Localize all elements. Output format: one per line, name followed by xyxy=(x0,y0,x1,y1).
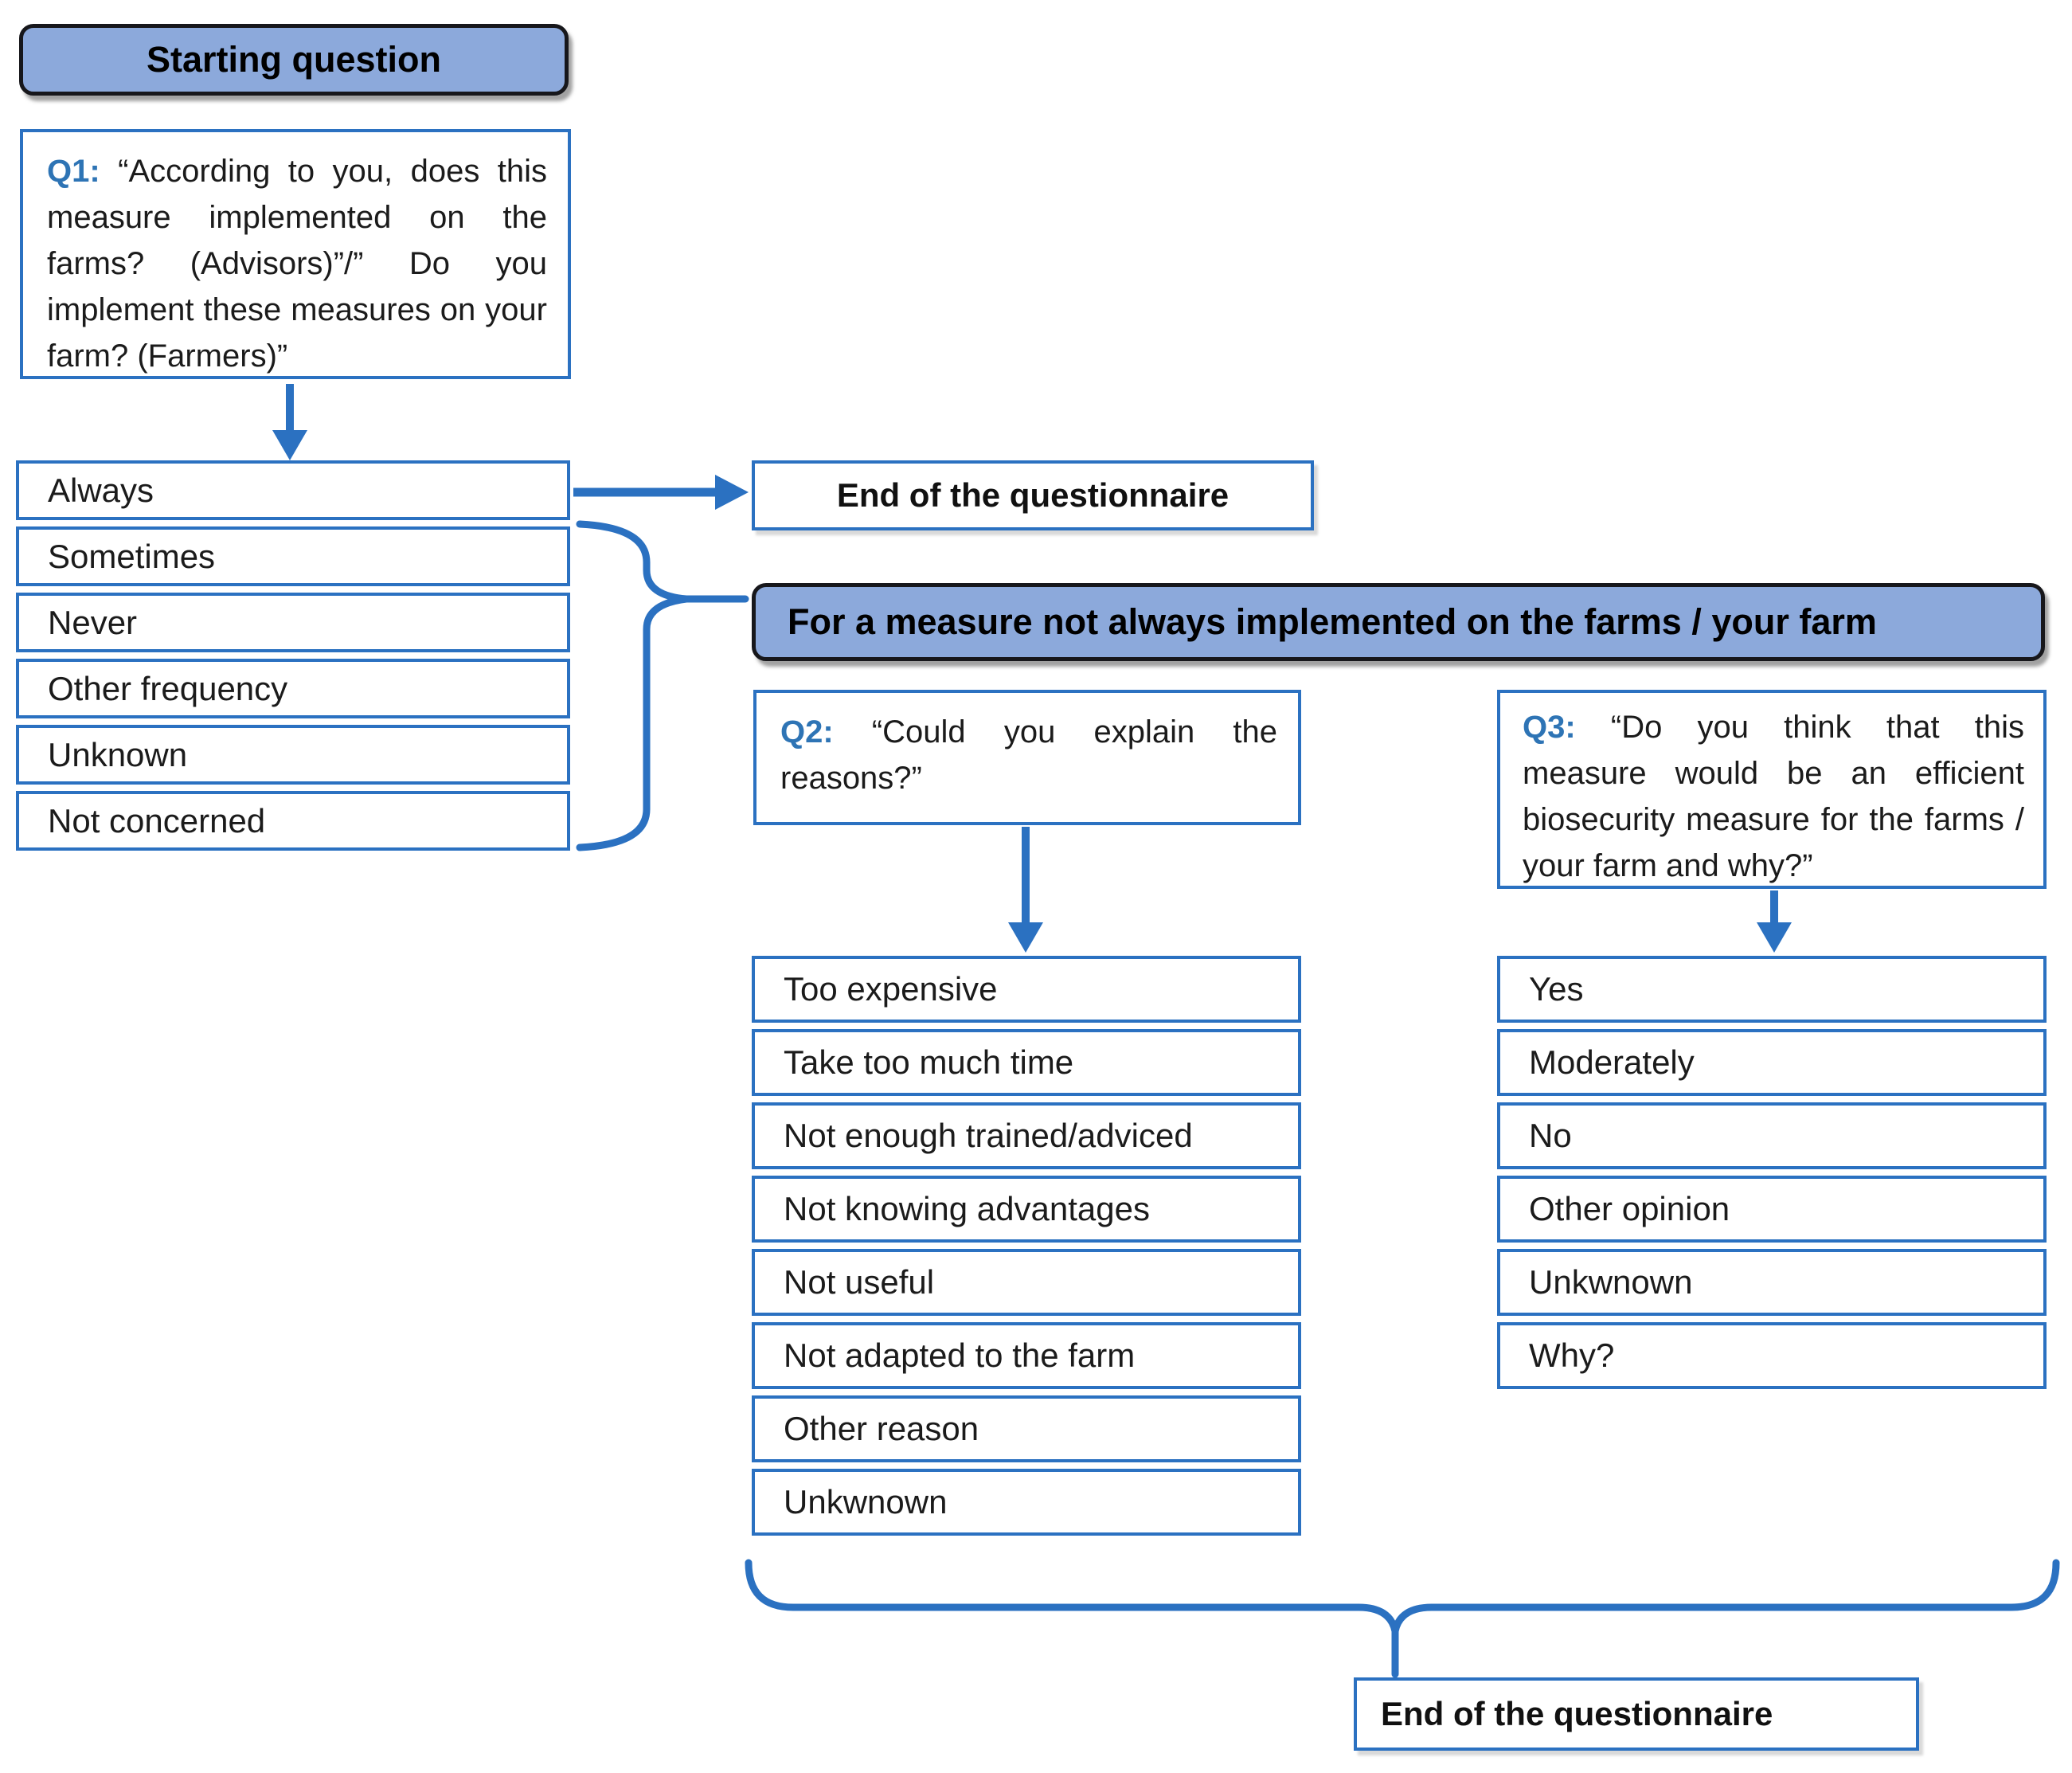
branch-header-label: For a measure not always implemented on … xyxy=(788,601,1877,642)
q1-answer-never: Never xyxy=(16,593,570,652)
q1-answer-list: Always Sometimes Never Other frequency U… xyxy=(16,460,570,851)
q2-text: “Could you explain the reasons?” xyxy=(780,714,1277,796)
q3-answer-why: Why? xyxy=(1497,1322,2047,1389)
q2-answer-too-expensive: Too expensive xyxy=(752,956,1301,1023)
brace-answers-to-end-bottom xyxy=(749,1563,2056,1674)
q3-answer-other-opinion: Other opinion xyxy=(1497,1176,2047,1243)
q1-box: Q1: “According to you, does this measure… xyxy=(20,129,571,379)
q1-answer-always: Always xyxy=(16,460,570,520)
q2-answer-unknown: Unkwnown xyxy=(752,1469,1301,1536)
arrow-q1-to-always xyxy=(272,384,307,460)
q1-answer-not-concerned: Not concerned xyxy=(16,791,570,851)
brace-answers-to-branch-header xyxy=(580,524,745,847)
q2-box: Q2: “Could you explain the reasons?” xyxy=(753,690,1301,825)
q1-text: “According to you, does this measure imp… xyxy=(47,154,547,374)
q2-answer-not-useful: Not useful xyxy=(752,1249,1301,1316)
q3-answer-list: Yes Moderately No Other opinion Unkwnown… xyxy=(1497,956,2047,1389)
q2-label: Q2: xyxy=(780,714,834,750)
q3-paragraph: Q3: “Do you think that this measure woul… xyxy=(1500,693,2043,889)
starting-question-header-label: Starting question xyxy=(147,39,441,80)
starting-question-header: Starting question xyxy=(19,24,569,96)
branch-header: For a measure not always implemented on … xyxy=(752,583,2045,661)
q2-answer-not-knowing-advantages: Not knowing advantages xyxy=(752,1176,1301,1243)
arrow-q2-to-answers xyxy=(1008,827,1043,953)
q1-answer-sometimes: Sometimes xyxy=(16,526,570,586)
q2-answer-take-too-much-time: Take too much time xyxy=(752,1029,1301,1096)
q3-answer-unknown: Unkwnown xyxy=(1497,1249,2047,1316)
q2-answer-list: Too expensive Take too much time Not eno… xyxy=(752,956,1301,1536)
q2-answer-not-adapted: Not adapted to the farm xyxy=(752,1322,1301,1389)
end-questionnaire-bottom-box: End of the questionnaire xyxy=(1354,1677,1919,1751)
end-questionnaire-top-box: End of the questionnaire xyxy=(752,460,1314,530)
q1-label: Q1: xyxy=(47,154,100,189)
q3-answer-moderately: Moderately xyxy=(1497,1029,2047,1096)
arrow-q3-to-answers xyxy=(1757,890,1792,953)
q3-label: Q3: xyxy=(1523,710,1576,745)
arrow-always-to-end xyxy=(573,475,749,510)
end-questionnaire-top-label: End of the questionnaire xyxy=(836,476,1230,514)
q3-box: Q3: “Do you think that this measure woul… xyxy=(1497,690,2047,889)
q1-answer-unknown: Unknown xyxy=(16,725,570,785)
q2-answer-not-enough-trained: Not enough trained/adviced xyxy=(752,1102,1301,1169)
q3-answer-no: No xyxy=(1497,1102,2047,1169)
q2-paragraph: Q2: “Could you explain the reasons?” xyxy=(756,693,1298,801)
end-questionnaire-bottom-label: End of the questionnaire xyxy=(1381,1695,1773,1732)
q3-answer-yes: Yes xyxy=(1497,956,2047,1023)
q2-answer-other-reason: Other reason xyxy=(752,1395,1301,1462)
q3-text: “Do you think that this measure would be… xyxy=(1523,710,2024,883)
q1-paragraph: Q1: “According to you, does this measure… xyxy=(23,132,568,379)
q1-answer-other-frequency: Other frequency xyxy=(16,659,570,718)
